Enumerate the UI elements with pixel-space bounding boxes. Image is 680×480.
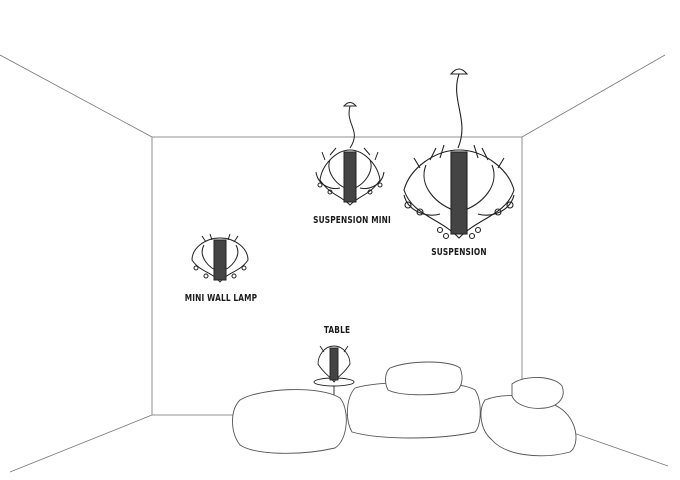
sofa-set <box>232 361 577 457</box>
table-label: TABLE <box>323 325 351 336</box>
mini-wall-lamp-icon <box>191 233 249 283</box>
suspension-label: SUSPENSION <box>431 247 487 258</box>
suspension-mini-label: SUSPENSION MINI <box>313 215 391 226</box>
suspension-mini-chandelier-icon <box>315 102 385 206</box>
suspension-chandelier-icon <box>403 68 515 240</box>
table-lamp-icon <box>313 345 355 400</box>
mini-wall-lamp-label: MINI WALL LAMP <box>184 293 258 304</box>
